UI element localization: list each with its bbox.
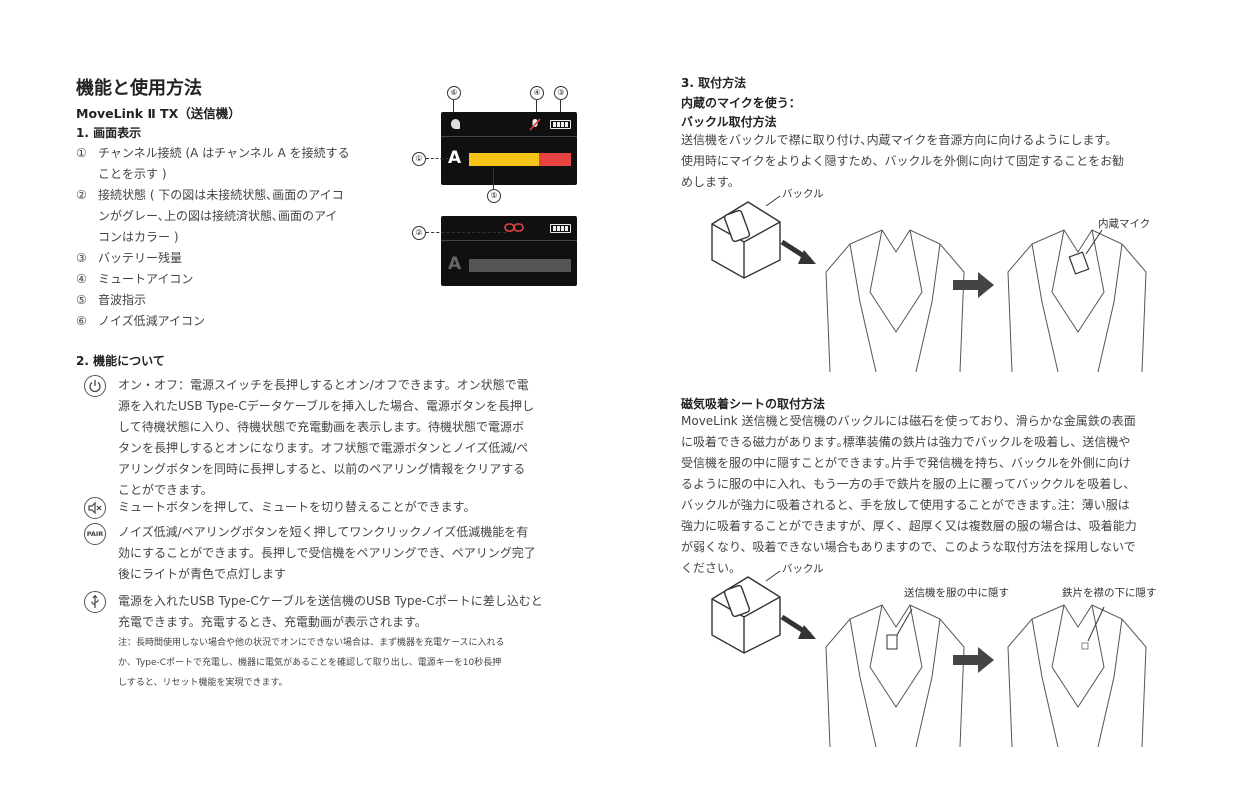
power-text-line: 源を入れたUSB Type-Cデータケーブルを挿入した場合、電源ボタンを長押し xyxy=(118,399,535,413)
power-text-line: アリングボタンを同時に長押しすると、以前のペアリング情報をクリアする xyxy=(118,462,526,476)
legend-item: ④ ミュートアイコン xyxy=(76,269,193,290)
buckle-install-figure: バックル 内蔵マイク xyxy=(700,182,1200,372)
pair-text-line: 後にライトが青色で点灯します xyxy=(118,567,287,581)
usb-description: 電源を入れたUSB Type-Cケーブルを送信機のUSB Type-Cポートに差… xyxy=(118,591,543,633)
legend-item: ⑥ ノイズ低減アイコン xyxy=(76,311,205,332)
legend-text: 音波指示 xyxy=(98,290,146,311)
legend-number: ① xyxy=(76,146,87,160)
legend-text: ミュートアイコン xyxy=(98,269,193,290)
usb-icon xyxy=(84,591,106,613)
power-text-line: タンを長押しするとオンになります。オフ状態で電源ボタンとノイズ低減/ペ xyxy=(118,441,529,455)
builtin-mic-caption: 内蔵マイク xyxy=(1098,218,1151,230)
legend-text-line: バッテリー残量 xyxy=(98,251,183,265)
buckle-method-heading: バックル取付方法 xyxy=(681,115,777,129)
legend-text-line: チャンネル接続 (A はチャンネル A を接続する xyxy=(98,146,350,160)
hide-transmitter-caption: 送信機を服の中に隠す xyxy=(904,587,1009,599)
legend-text-line: 接続状態 ( 下の図は未接続状態､画面のアイコ xyxy=(98,188,344,202)
magnet-text-line: が弱くなり、吸着できない場合もありますので、このような取付方法を採用しないで xyxy=(681,540,1136,554)
pair-text-line: 効にすることができます。長押しで受信機をペアリングでき、ペアリング完了 xyxy=(118,546,536,560)
link-icon xyxy=(504,223,524,232)
magnet-text-line: 受信機を服の中に隠すことができます｡片手で発信機を持ち、バックルを外側に向け xyxy=(681,456,1131,470)
note-text-line: 注：長時間使用しない場合や他の状況でオンにできない場合は、まず機器を充電ケースに… xyxy=(118,638,505,648)
pair-description: ノイズ低減/ペアリングボタンを短く押してワンクリックノイズ低減機能を有効にするこ… xyxy=(118,522,536,585)
battery-icon xyxy=(550,120,571,129)
buckle-text-line: めします。 xyxy=(681,175,740,189)
level-bar-red xyxy=(539,153,571,166)
callout-3: ③ xyxy=(554,86,568,100)
magnet-install-figure: バックル 送信機を服の中に隠す 鉄片を襟の下に隠す xyxy=(700,557,1200,747)
magnet-text-line: バックルが強力に吸着されると、手を放して使用することができます｡注：薄い服は xyxy=(681,498,1130,512)
pair-icon: PAIR xyxy=(84,523,106,545)
power-text-line: ことができます。 xyxy=(118,483,213,497)
usb-text-line: 充電できます。充電するとき、充電動画が表示されます。 xyxy=(118,615,427,629)
screen-disconnected: A xyxy=(441,216,577,286)
buckle-text-line: 送信機をバックルで襟に取り付け､内蔵マイクを音源方向に向けるようにします。 xyxy=(681,133,1118,147)
page-title: 機能と使用方法 xyxy=(76,78,202,99)
screen-connected: A xyxy=(441,112,577,185)
power-description: オン・オフ：電源スイッチを長押しするとオン/オフできます。オン状態で電源を入れた… xyxy=(118,375,534,501)
device-subtitle: MoveLink Ⅱ TX（送信機） xyxy=(76,106,241,121)
channel-label-gray: A xyxy=(448,254,462,274)
power-icon xyxy=(84,375,106,397)
usb-text-line: 電源を入れたUSB Type-Cケーブルを送信機のUSB Type-Cポートに差… xyxy=(118,594,543,608)
legend-text-line: コンはカラー ) xyxy=(98,230,179,244)
buckle-caption-2: バックル xyxy=(782,563,824,575)
power-text-line: オン・オフ：電源スイッチを長押しするとオン/オフできます。オン状態で電 xyxy=(118,378,529,392)
legend-number: ④ xyxy=(76,272,87,286)
magnet-method-text: MoveLink 送信機と受信機のバックルには磁石を使っており、滑らかな金属鉄の… xyxy=(681,411,1137,579)
callout-5: ⑤ xyxy=(487,189,501,203)
callout-1: ① xyxy=(412,152,426,166)
level-bar-gray xyxy=(469,259,571,272)
mute-text-line: ミュートボタンを押して、ミュートを切り替えることができます。 xyxy=(118,500,476,514)
legend-number: ② xyxy=(76,188,87,202)
buckle-method-text: 送信機をバックルで襟に取り付け､内蔵マイクを音源方向に向けるようにします。使用時… xyxy=(681,130,1124,193)
noise-reduction-icon xyxy=(451,119,460,129)
legend-text-line: ノイズ低減アイコン xyxy=(98,314,206,328)
magnet-text-line: 強力に吸着することができますが、厚く、超厚く又は複数層の服の場合は、吸着能力 xyxy=(681,519,1137,533)
legend-text: ノイズ低減アイコン xyxy=(98,311,205,332)
pair-text-line: ノイズ低減/ペアリングボタンを短く押してワンクリックノイズ低減機能を有 xyxy=(118,525,529,539)
magnet-text-line: ください。 xyxy=(681,561,742,575)
battery-icon xyxy=(550,224,571,233)
legend-text-line: ンがグレー､上の図は接続済状態､画面のアイ xyxy=(98,209,338,223)
note-text-line: しすると、リセット機能を実現できます。 xyxy=(118,678,288,688)
magnet-heading: 磁気吸着シートの取付方法 xyxy=(681,397,826,411)
callout-2: ② xyxy=(412,226,426,240)
callout-4: ④ xyxy=(530,86,544,100)
reset-note: 注：長時間使用しない場合や他の状況でオンにできない場合は、まず機器を充電ケースに… xyxy=(118,633,505,693)
mute-description: ミュートボタンを押して、ミュートを切り替えることができます。 xyxy=(118,497,475,518)
section3-heading: 3. 取付方法 xyxy=(681,76,747,90)
channel-label: A xyxy=(448,148,462,168)
legend-number: ⑥ xyxy=(76,314,87,328)
hide-plate-caption: 鉄片を襟の下に隠す xyxy=(1062,587,1157,599)
legend-text: 接続状態 ( 下の図は未接続状態､画面のアイコンがグレー､上の図は接続済状態､画… xyxy=(98,185,344,248)
section1-heading: 1. 画面表示 xyxy=(76,126,142,140)
legend-text: チャンネル接続 (A はチャンネル A を接続することを示す ) xyxy=(98,143,350,185)
legend-number: ③ xyxy=(76,251,87,265)
legend-text-line: ことを示す ) xyxy=(98,167,167,181)
level-bar-yellow xyxy=(469,153,539,166)
legend-text: バッテリー残量 xyxy=(98,248,182,269)
buckle-text-line: 使用時にマイクをよりよく隠すため、バックルを外側に向けて固定することをお勧 xyxy=(681,154,1125,168)
legend-item: ⑤ 音波指示 xyxy=(76,290,146,311)
power-text-line: して待機状態に入り、待機状態で充電動画を表示します。待機状態で電源ボ xyxy=(118,420,524,434)
callout-6: ⑥ xyxy=(447,86,461,100)
legend-item: ② 接続状態 ( 下の図は未接続状態､画面のアイコンがグレー､上の図は接続済状態､… xyxy=(76,185,344,248)
note-text-line: か、Type-Cポートで充電し、機器に電気があることを確認して取り出し、電源キー… xyxy=(118,658,502,668)
magnet-text-line: MoveLink 送信機と受信機のバックルには磁石を使っており、滑らかな金属鉄の… xyxy=(681,414,1136,428)
builtin-mic-heading: 内蔵のマイクを使う： xyxy=(681,96,801,110)
legend-item: ③ バッテリー残量 xyxy=(76,248,182,269)
magnet-text-line: るように服の中に入れ、もう一方の手で鉄片を服の上に覆ってバッククルを吸着し、 xyxy=(681,477,1136,491)
legend-item: ① チャンネル接続 (A はチャンネル A を接続することを示す ) xyxy=(76,143,350,185)
buckle-caption: バックル xyxy=(782,188,824,200)
magnet-text-line: に吸着できる磁力があります｡標準装備の鉄片は強力でバックルを吸着し、送信機や xyxy=(681,435,1131,449)
legend-text-line: 音波指示 xyxy=(98,293,147,307)
section2-heading: 2. 機能について xyxy=(76,354,165,368)
legend-text-line: ミュートアイコン xyxy=(98,272,194,286)
mute-icon xyxy=(529,118,541,131)
speaker-mute-icon xyxy=(84,497,106,519)
legend-number: ⑤ xyxy=(76,293,87,307)
